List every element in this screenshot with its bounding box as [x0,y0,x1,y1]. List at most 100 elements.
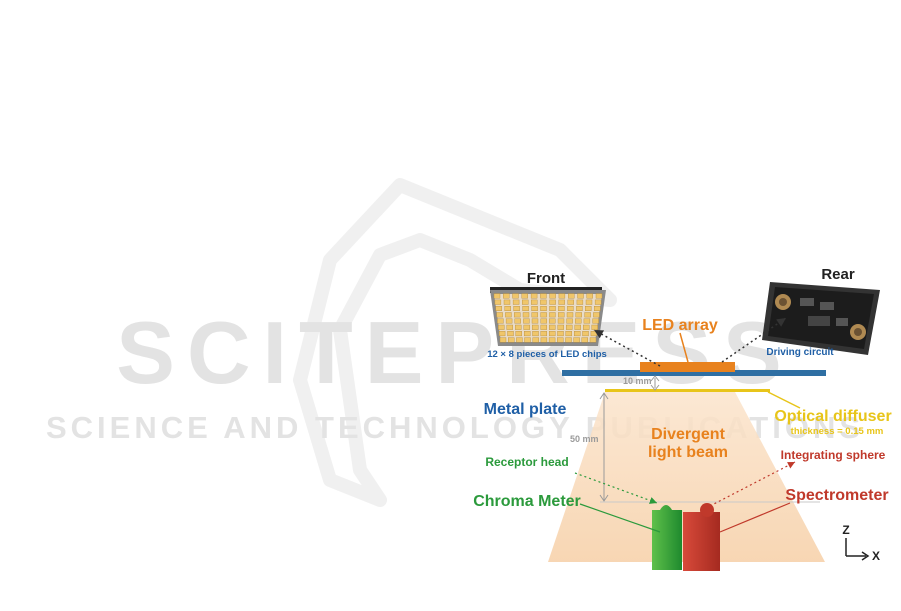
led-chip [505,313,511,318]
led-chip [541,331,547,336]
led-chip [585,313,591,318]
axis-x-label: X [872,549,880,563]
led-chip [584,319,590,324]
led-chip [558,313,564,318]
integrating-sphere-label: Integrating sphere [781,448,886,462]
led-chip [567,306,573,311]
led-chip [594,306,600,311]
dimension-10mm-label: 10 mm [623,376,652,386]
led-chip [500,338,506,343]
led-chip [513,300,519,305]
optical-diffuser [605,389,770,392]
spectrometer-device [683,503,720,571]
optical-diffuser-label: Optical diffuser [774,408,891,425]
led-chip [583,325,589,330]
led-chip [566,338,572,343]
led-chip [566,325,572,330]
led-chip [499,331,505,336]
chroma-meter-device [652,505,682,570]
led-chip [523,319,529,324]
led-chip [568,294,574,299]
led-chip [578,294,584,299]
led-chip [576,313,582,318]
led-chip [541,306,547,311]
led-chip [516,331,522,336]
led-chip [593,313,599,318]
led-chip [498,325,504,330]
led-chip [513,294,519,299]
led-chip [524,325,530,330]
led-chip [559,294,565,299]
led-chip [522,300,528,305]
spectrometer-label: Spectrometer [785,487,888,504]
led-chip [582,338,588,343]
led-chip [596,294,602,299]
divergent-beam-label-line2: light beam [648,444,728,461]
led-chip [494,294,500,299]
led-chip [590,338,596,343]
led-chip [558,319,564,324]
led-chip [549,331,555,336]
rear-panel-title: Rear [821,266,855,283]
led-chip [497,313,503,318]
led-chip [577,300,583,305]
led-chip [505,306,511,311]
led-chip [591,331,597,336]
led-chip [550,300,556,305]
led-chip [575,325,581,330]
led-chip [549,313,555,318]
led-chip [506,319,512,324]
led-chip [508,331,514,336]
led-chip [532,325,538,330]
led-chip [574,338,580,343]
led-chip [541,319,547,324]
led-chip [541,325,547,330]
led-chip [568,300,574,305]
led-chip [515,319,521,324]
led-chip [533,331,539,336]
led-chip [532,306,538,311]
front-panel-title: Front [527,270,565,287]
led-chip [508,338,514,343]
led-chip [559,300,565,305]
led-chip [558,325,564,330]
divergent-beam-label-line1: Divergent [651,426,725,443]
led-chip [515,325,521,330]
led-chip [595,300,601,305]
led-chip [567,313,573,318]
led-chip [504,300,510,305]
led-chip [541,338,547,343]
led-chip [522,294,528,299]
led-chip [585,306,591,311]
front-led-panel [490,287,606,346]
led-chip [523,313,529,318]
led-chip [557,338,563,343]
led-chip [549,319,555,324]
receptor-head-label: Receptor head [485,455,568,469]
led-chip [566,331,572,336]
front-panel-caption: 12 × 8 pieces of LED chips [487,349,607,360]
axis-z-label: Z [842,523,849,537]
led-chip [593,319,599,324]
led-chip [550,306,556,311]
led-chip [567,319,573,324]
led-chip [540,294,546,299]
led-chip [496,306,502,311]
led-chip [525,338,531,343]
led-chip [531,300,537,305]
led-chip [531,294,537,299]
led-chip [586,300,592,305]
led-chip [523,306,529,311]
led-array-label: LED array [642,317,718,334]
led-chip [507,325,513,330]
led-chip [497,319,503,324]
led-chip [540,300,546,305]
dimension-50mm-label: 50 mm [570,434,599,444]
axis-indicator [846,538,868,560]
led-chip [576,306,582,311]
led-chip [533,338,539,343]
led-chip [583,331,589,336]
chroma-meter-label: Chroma Meter [473,493,581,510]
led-chip [532,319,538,324]
led-chip [558,306,564,311]
